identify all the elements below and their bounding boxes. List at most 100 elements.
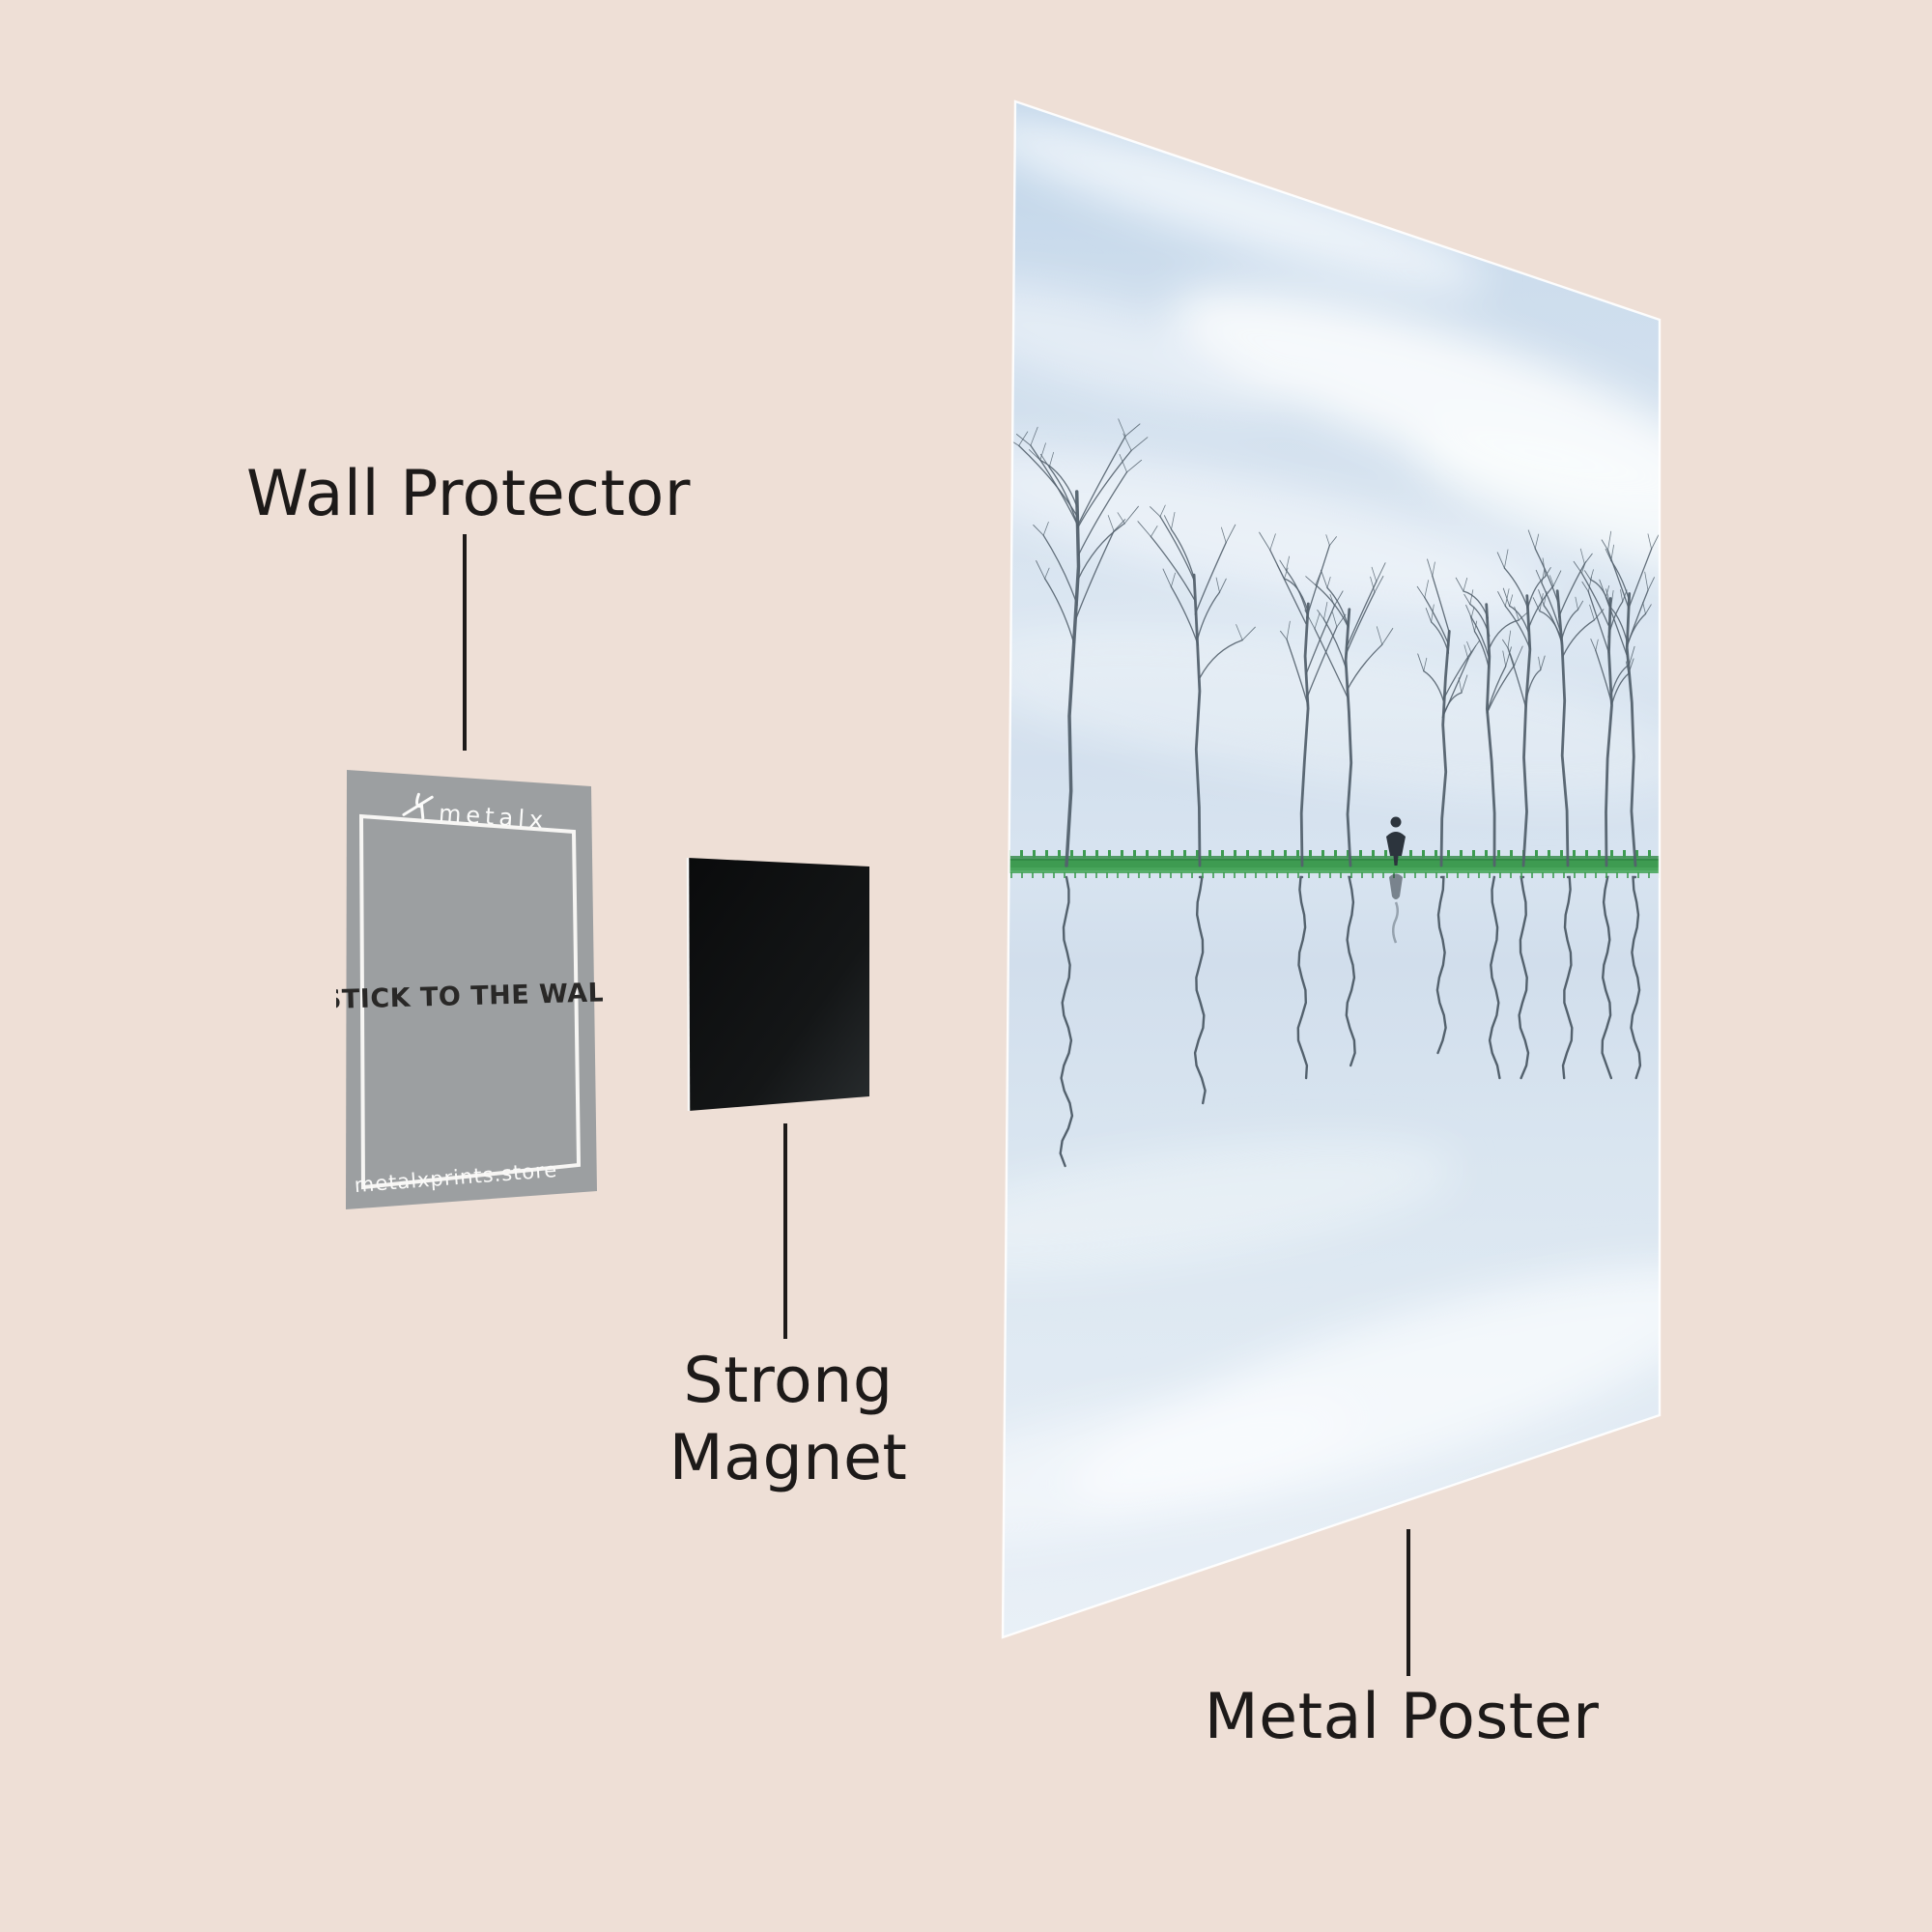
- tree-branch: [1236, 624, 1243, 640]
- tree-branch: [1466, 641, 1472, 653]
- tree-branch: [1424, 596, 1450, 646]
- tree-branch: [1486, 664, 1516, 714]
- tree-branch: [1130, 437, 1149, 451]
- tree-branch: [1488, 875, 1501, 1080]
- tree-branch: [1123, 505, 1139, 525]
- tree-branch: [1541, 568, 1546, 584]
- tree-branch: [1030, 444, 1079, 526]
- tree-branch: [1117, 512, 1125, 525]
- metalx-logo-icon: [402, 792, 434, 820]
- tree-branch: [1065, 490, 1081, 867]
- tree-branch: [1552, 570, 1562, 586]
- tree-branch: [1579, 548, 1585, 565]
- tree-branch: [1497, 591, 1506, 607]
- tree-branch: [1645, 604, 1652, 614]
- tree-branch: [1610, 672, 1630, 706]
- tree-branch: [1469, 614, 1475, 633]
- tree-branch: [1162, 568, 1172, 587]
- tree-branch: [1042, 522, 1049, 536]
- tree-branch: [1306, 626, 1338, 697]
- metal-poster-pointer-line: [1406, 1529, 1410, 1676]
- tree-branch: [1280, 630, 1288, 640]
- tree-branch: [1371, 566, 1378, 582]
- tree-branch: [1601, 875, 1613, 1080]
- tree-branch: [1076, 435, 1126, 527]
- tree-branch: [1423, 670, 1444, 701]
- tree-branch: [1605, 596, 1629, 658]
- wall-protector-card: metalx STICK TO THE WALL metalxprints.st…: [336, 770, 603, 1209]
- tree-branch: [1463, 578, 1468, 592]
- tree-branch: [1630, 875, 1642, 1080]
- tree-branch: [1170, 585, 1199, 646]
- tree-branch: [1581, 581, 1589, 592]
- tree-branch: [1124, 423, 1141, 437]
- tree-branch: [1518, 875, 1530, 1080]
- tree-branch: [1647, 577, 1655, 591]
- tree-branch: [1033, 525, 1044, 536]
- tree-branch: [1605, 548, 1612, 561]
- tree-branch: [1030, 426, 1038, 446]
- tree-branch: [1423, 657, 1428, 672]
- tree-branch: [1215, 577, 1220, 593]
- tree-branch: [1314, 628, 1349, 697]
- tree-branch: [1150, 535, 1195, 601]
- wall-protector-inner-border: [358, 813, 582, 1190]
- tree-branch: [1076, 449, 1132, 529]
- tree-branch: [1607, 530, 1612, 551]
- tree-branch: [1269, 533, 1276, 551]
- tree-branch: [1015, 434, 1032, 446]
- metal-poster-image: [1001, 99, 1662, 1639]
- tree-branch: [1558, 563, 1585, 618]
- tree-branch: [1048, 451, 1054, 469]
- tree-branch: [1474, 620, 1478, 632]
- tree-branch: [1507, 630, 1512, 649]
- tree-branch: [1241, 626, 1256, 641]
- tree-branch: [1279, 559, 1287, 571]
- tree-branch: [1502, 639, 1509, 649]
- tree-branch: [1370, 576, 1376, 593]
- wall-protector-card-face: [346, 770, 597, 1209]
- tree-branch: [1376, 562, 1386, 582]
- tree-branch: [1607, 601, 1624, 639]
- trees: [1003, 418, 1660, 867]
- tree-branch: [1461, 674, 1468, 694]
- tree-branch: [1018, 431, 1029, 446]
- tree-branch: [1221, 526, 1227, 544]
- strong-magnet-pointer-line: [783, 1123, 787, 1339]
- tree-branch: [1323, 602, 1328, 620]
- tree-branch: [1469, 589, 1474, 605]
- tree-branch: [1225, 524, 1236, 544]
- tree-branch: [1504, 605, 1531, 650]
- tree-branch: [1435, 875, 1447, 1055]
- tree-branch: [1605, 585, 1610, 598]
- tree-branch: [1430, 621, 1450, 654]
- tree-branch: [1580, 572, 1609, 626]
- tree-branch: [1159, 504, 1166, 518]
- tree-branch: [1333, 590, 1344, 607]
- tree-branch: [1485, 603, 1496, 867]
- tree-branch: [1126, 459, 1143, 473]
- tree-branch: [1137, 521, 1151, 537]
- tree-branch: [1417, 653, 1425, 672]
- tree-branch: [1573, 560, 1582, 574]
- tree-branch: [1470, 616, 1491, 660]
- magnet-left-edge-highlight: [686, 857, 691, 1112]
- tree-branch: [1610, 590, 1614, 609]
- tree-branch: [1540, 655, 1546, 670]
- tree-branch: [1525, 668, 1542, 700]
- tree-branch: [1535, 569, 1543, 584]
- tree-branch: [1192, 573, 1202, 867]
- tree-branch: [1470, 606, 1475, 618]
- tree-branch: [1296, 875, 1309, 1080]
- tree-branch: [1561, 875, 1574, 1080]
- tree-branch: [1077, 523, 1125, 580]
- tree-branch: [1538, 656, 1542, 670]
- tree-branch: [1315, 583, 1350, 628]
- tree-branch: [1381, 628, 1394, 645]
- tree-branch: [1028, 449, 1041, 461]
- tree-branch: [1575, 596, 1578, 611]
- tree-branch: [1625, 592, 1637, 867]
- tree-branch: [1431, 604, 1435, 623]
- tree-branch: [1036, 560, 1046, 580]
- poster-edge-highlight: [1001, 99, 1662, 1639]
